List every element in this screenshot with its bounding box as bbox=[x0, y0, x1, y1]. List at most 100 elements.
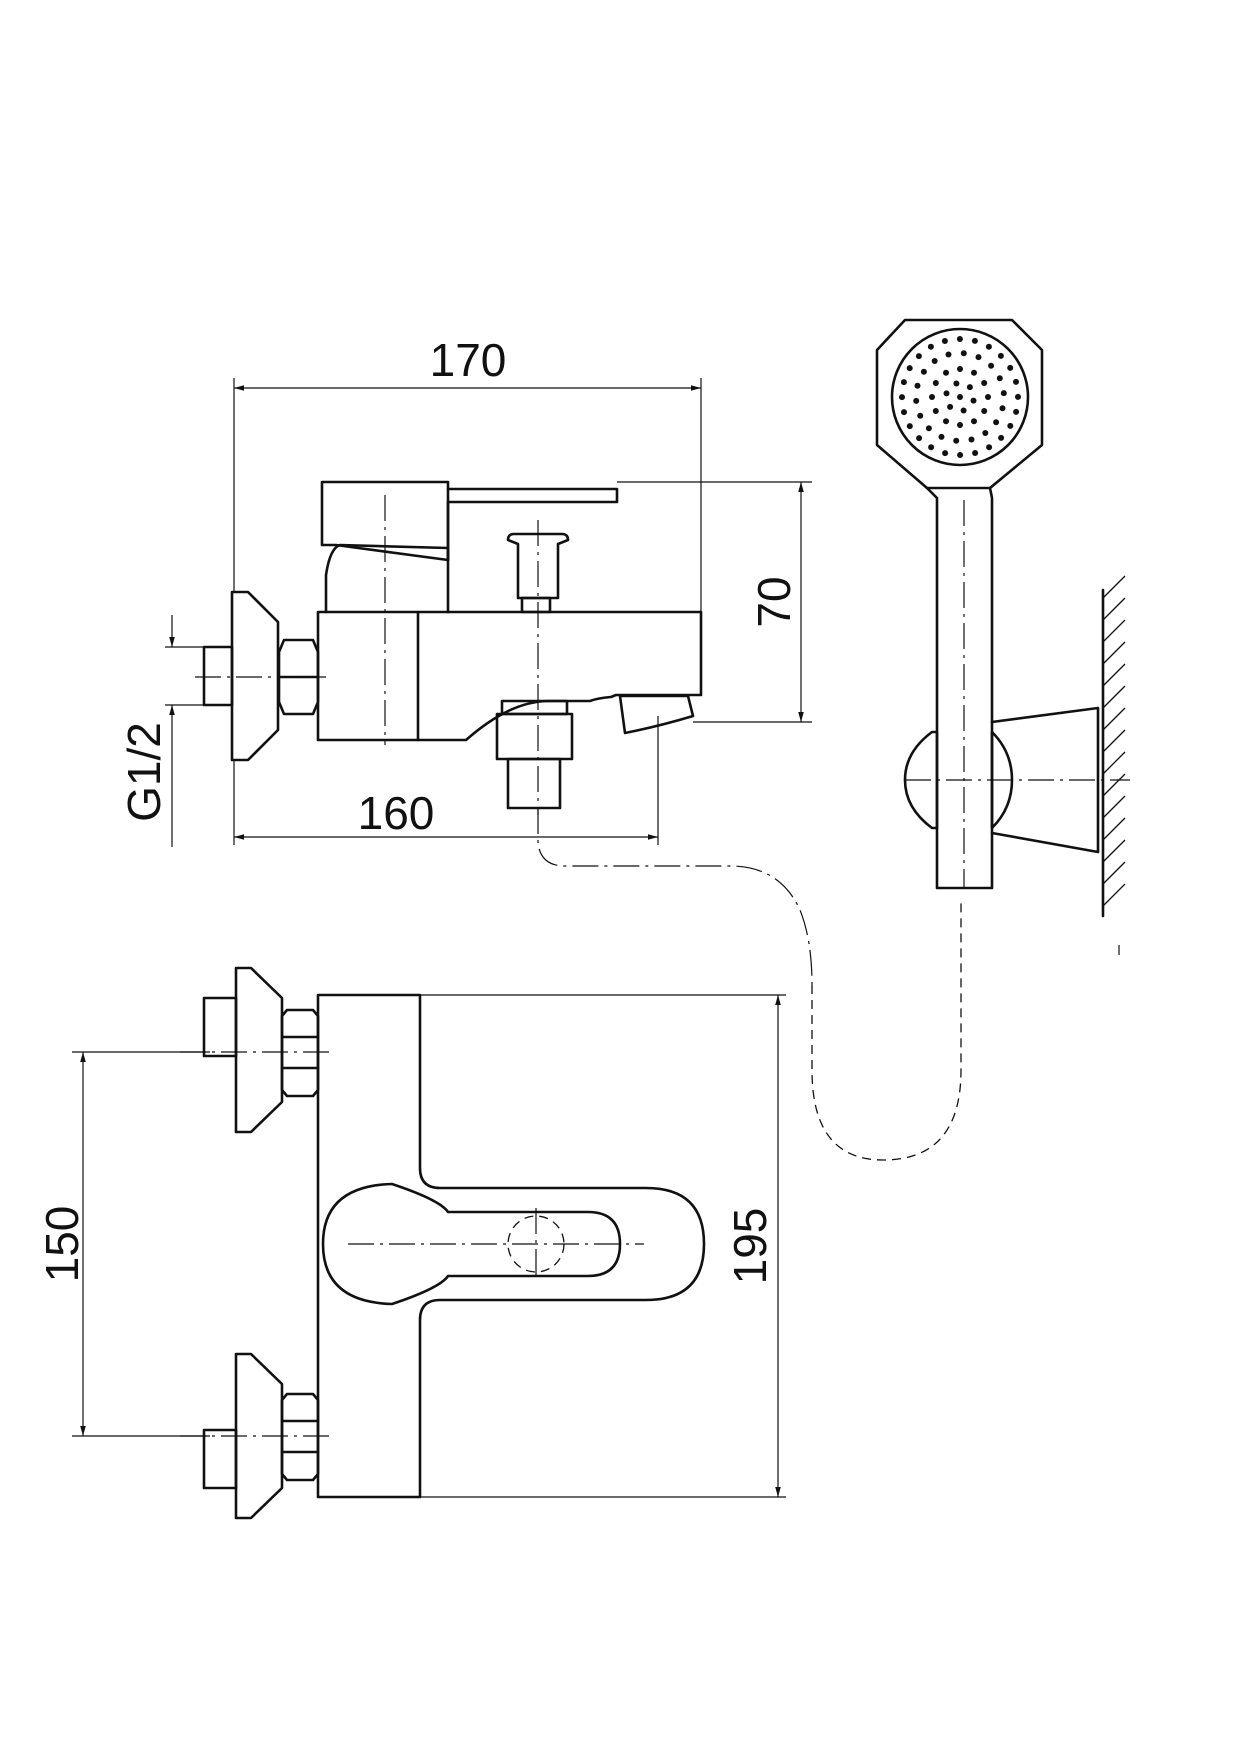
mixer-body bbox=[316, 610, 703, 742]
nozzle-dot bbox=[906, 365, 913, 372]
nozzle-dot bbox=[1013, 378, 1019, 385]
nozzle-dot bbox=[943, 418, 949, 425]
spray-face bbox=[890, 327, 1030, 467]
nozzle-dot bbox=[943, 369, 949, 376]
lower-nut bbox=[280, 1392, 320, 1482]
lower-eccentric bbox=[202, 1428, 238, 1490]
eccentric-pipe bbox=[202, 645, 234, 707]
nozzle-dot bbox=[996, 375, 1003, 382]
dimension-thread: G1/2 bbox=[118, 615, 204, 847]
shower-hose bbox=[537, 808, 962, 1161]
nozzle-dot bbox=[1000, 390, 1007, 397]
nozzle-dot bbox=[966, 384, 973, 391]
nozzle-dot bbox=[993, 419, 1000, 426]
hatch-line bbox=[1102, 773, 1126, 797]
holder-clip bbox=[903, 730, 939, 830]
hex-nut bbox=[277, 638, 320, 716]
dim-inlet-spacing: 150 bbox=[36, 1206, 88, 1283]
nozzle-dot bbox=[997, 352, 1004, 359]
dim-overall-length: 170 bbox=[430, 334, 507, 386]
upper-nut bbox=[280, 1008, 320, 1098]
dimension-195: 195 bbox=[420, 994, 786, 1498]
hatch-line bbox=[1102, 641, 1126, 665]
hose-nut bbox=[506, 757, 562, 810]
wall-hatching bbox=[1102, 575, 1126, 907]
nozzle-dot bbox=[932, 408, 939, 414]
shower-head bbox=[875, 318, 1044, 490]
shower-outlet bbox=[495, 712, 574, 761]
wall-flange bbox=[230, 590, 280, 762]
nozzle-dot bbox=[929, 394, 935, 400]
dim-body-length: 160 bbox=[358, 787, 435, 839]
nozzle-dot bbox=[913, 397, 920, 404]
diverter-stem bbox=[520, 596, 552, 614]
nozzle-dot bbox=[931, 358, 938, 364]
nozzle-dot bbox=[975, 354, 982, 361]
nozzle-dot bbox=[988, 362, 995, 369]
lever-handle bbox=[320, 480, 619, 562]
nozzle-dot bbox=[971, 369, 977, 376]
dimension-150: 150 bbox=[36, 1051, 210, 1437]
nozzle-dot bbox=[960, 407, 967, 414]
mixer-front-view bbox=[180, 966, 706, 1520]
dim-body-width: 195 bbox=[724, 1208, 776, 1285]
nozzle-dot bbox=[945, 351, 952, 358]
nozzle-dot bbox=[982, 430, 989, 436]
shower-holder bbox=[903, 575, 1130, 955]
lower-wall-flange bbox=[234, 1352, 284, 1520]
nozzle-dot bbox=[971, 418, 977, 425]
nozzle-dot bbox=[1015, 393, 1021, 400]
hose-line-lower bbox=[811, 900, 962, 1161]
nozzle-dot bbox=[998, 434, 1005, 441]
nozzle-dot bbox=[1013, 408, 1020, 415]
nozzle-dot bbox=[960, 350, 967, 357]
nozzle-dot bbox=[932, 380, 939, 386]
nozzle-dot bbox=[972, 450, 979, 456]
dimension-160: 160 bbox=[233, 716, 659, 845]
diverter-knob bbox=[506, 532, 570, 600]
nozzle-dot bbox=[899, 394, 905, 401]
hatch-line bbox=[1102, 597, 1126, 621]
nozzle-dot bbox=[953, 437, 960, 444]
nozzle-dot bbox=[981, 380, 988, 386]
hatch-line bbox=[1102, 883, 1126, 907]
nozzle-dot bbox=[1007, 422, 1014, 429]
dimension-70: 70 bbox=[617, 481, 812, 723]
nozzle-dot bbox=[953, 380, 960, 387]
spout bbox=[618, 694, 695, 735]
hatch-line bbox=[1102, 707, 1126, 731]
nozzle-dot bbox=[906, 423, 913, 430]
hatch-line bbox=[1102, 861, 1126, 885]
hatch-line bbox=[1102, 619, 1126, 643]
nozzle-dot bbox=[1007, 364, 1014, 371]
dimension-170: 170 bbox=[233, 334, 702, 612]
nozzle-dot bbox=[981, 408, 988, 414]
nozzle-dot bbox=[916, 435, 923, 442]
hatch-line bbox=[1102, 729, 1126, 753]
nozzle-dot bbox=[970, 397, 977, 404]
hatch-line bbox=[1102, 685, 1126, 709]
nozzle-dot bbox=[938, 433, 945, 440]
front-lever bbox=[321, 1182, 622, 1306]
holder-arm bbox=[990, 706, 1100, 854]
hatch-line bbox=[1102, 839, 1126, 863]
nozzle-dot bbox=[941, 338, 948, 344]
nozzle-dot bbox=[917, 412, 924, 419]
nozzle-dot bbox=[985, 394, 991, 400]
nozzle-dot bbox=[957, 422, 963, 428]
cartridge bbox=[324, 543, 450, 614]
hatch-line bbox=[1102, 817, 1126, 841]
hose-line-upper bbox=[537, 808, 813, 986]
nozzle-dot bbox=[957, 366, 963, 372]
mixer-side-view bbox=[195, 480, 703, 815]
nozzle-dot bbox=[915, 353, 922, 360]
nozzle-dot bbox=[914, 382, 921, 389]
upper-wall-flange bbox=[234, 966, 284, 1134]
dim-thread: G1/2 bbox=[118, 722, 170, 822]
hatch-line bbox=[1102, 575, 1126, 599]
hatch-line bbox=[1102, 795, 1126, 819]
nozzle-dot bbox=[928, 444, 935, 451]
hand-shower bbox=[875, 318, 1044, 890]
nozzle-dot bbox=[927, 343, 934, 350]
